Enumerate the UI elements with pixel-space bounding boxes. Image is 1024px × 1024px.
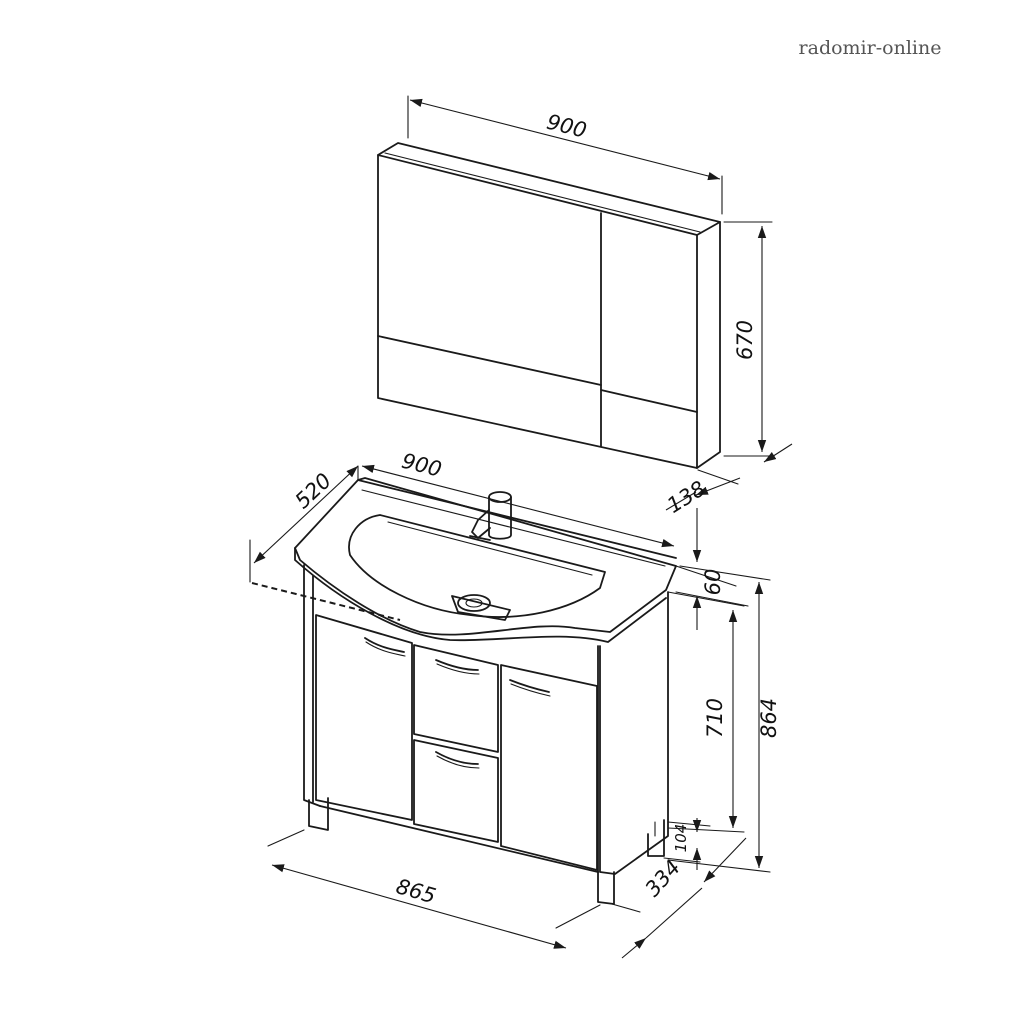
drawer-top — [413, 644, 499, 753]
mirror-side — [696, 221, 721, 469]
dim-cabinet-height: 710 — [667, 591, 745, 833]
cabinet-depth-label: 334 — [640, 855, 685, 901]
leg-front-left — [308, 797, 329, 831]
mirror-top — [377, 142, 721, 236]
mirror-lower-band-right — [600, 389, 698, 413]
dim-mirror-height: 670 — [723, 221, 773, 457]
leg-back-right — [647, 819, 665, 857]
dim-cabinet-width: 865 — [267, 829, 601, 949]
dim-leg-height: 104 — [667, 818, 711, 870]
cabinet-right-side — [599, 591, 669, 875]
leg-front-right — [597, 871, 615, 905]
dim-cabinet-depth: 334 — [611, 837, 747, 959]
sink — [294, 477, 677, 643]
sink-top-outline — [294, 477, 677, 636]
mirror-lower-band-left — [377, 335, 602, 386]
sink-drain — [457, 594, 491, 612]
leg-height-label: 104 — [672, 824, 690, 853]
sink-thickness-label: 60 — [701, 569, 725, 596]
cabinet-left-side — [303, 564, 321, 807]
door-right — [500, 664, 598, 871]
drawer-bottom-handle[interactable] — [435, 751, 479, 765]
dim-mirror-width: 900 — [407, 95, 723, 215]
mirror-width-label: 900 — [544, 110, 589, 143]
watermark: radomir-online — [799, 37, 942, 59]
door-left — [315, 614, 413, 821]
door-left-handle[interactable] — [364, 637, 405, 653]
dim-total-height: 864 — [667, 565, 781, 873]
mirror-depth-label: 138 — [663, 476, 710, 518]
dim-sink-depth: 520 — [249, 465, 401, 621]
vanity-cabinet — [303, 564, 669, 905]
mirror-cabinet — [377, 142, 721, 469]
mirror-height-label: 670 — [733, 320, 757, 360]
drawer-top-handle[interactable] — [435, 659, 479, 671]
door-right-handle[interactable] — [509, 679, 550, 693]
mirror-front — [377, 154, 698, 469]
total-height-label: 864 — [757, 698, 781, 738]
dim-sink-thickness: 60 — [675, 508, 749, 630]
cabinet-width-label: 865 — [393, 874, 438, 908]
drawer-bottom — [413, 739, 499, 843]
cabinet-height-label: 710 — [703, 698, 727, 738]
dim-mirror-depth: 138 — [663, 443, 793, 518]
sink-front-lip — [294, 547, 667, 643]
dim-sink-width: 900 — [357, 449, 675, 548]
sink-depth-label: 520 — [290, 468, 336, 513]
